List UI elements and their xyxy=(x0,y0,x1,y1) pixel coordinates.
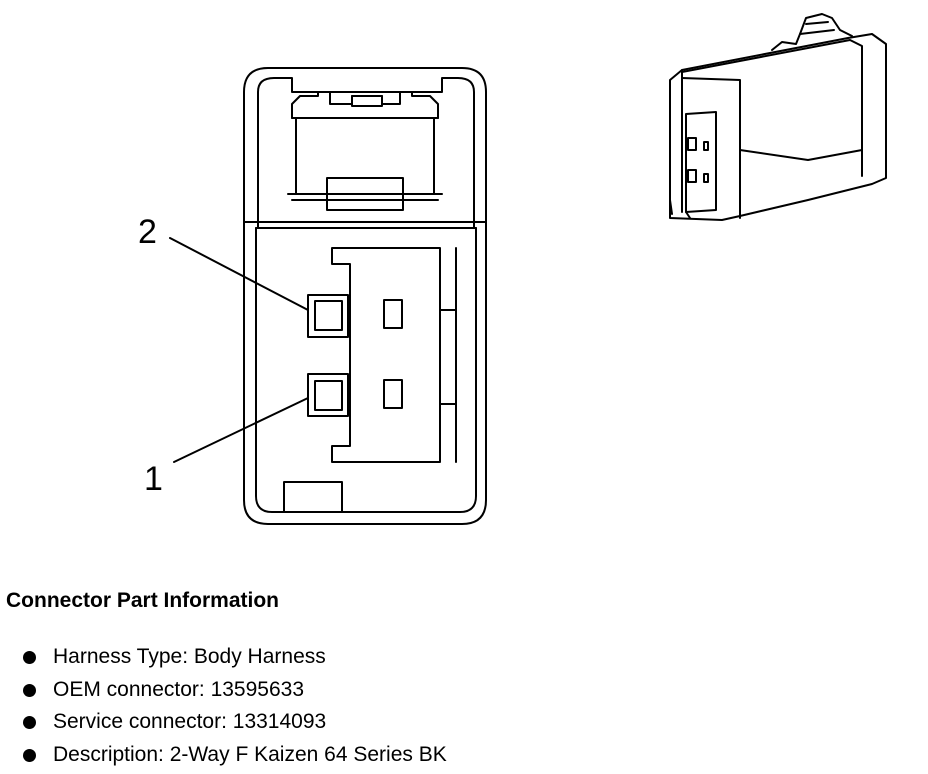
connector-outer-shell xyxy=(243,67,487,525)
iso-top-ridge xyxy=(681,39,863,177)
pin-1-leader-line xyxy=(173,397,309,463)
terminal-housing xyxy=(331,247,441,463)
connector-front-view: 2 1 xyxy=(138,67,487,525)
info-item-service-connector: Service connector: 13314093 xyxy=(20,706,447,739)
terminal-slot-1 xyxy=(383,379,403,409)
info-item-value: 13314093 xyxy=(232,710,327,733)
iso-terminal-face xyxy=(685,111,717,213)
pin-2-leader-line xyxy=(169,237,309,311)
iso-cavity-1 xyxy=(687,169,697,183)
top-latch xyxy=(291,91,439,119)
pin-label-1: 1 xyxy=(144,460,163,498)
bullet-icon xyxy=(23,651,36,664)
connector-isometric-view xyxy=(669,13,887,221)
info-item-label: Harness Type xyxy=(53,645,183,668)
info-item-harness-type: Harness Type: Body Harness xyxy=(20,641,447,674)
iso-front-face xyxy=(681,77,741,219)
top-latch-tab xyxy=(351,95,383,107)
connector-diagram: 2 1 xyxy=(138,13,887,525)
connector-part-info-title: Connector Part Information xyxy=(6,589,280,612)
iso-body-outline xyxy=(669,33,887,221)
terminal-slot-2 xyxy=(383,299,403,329)
iso-side-step xyxy=(739,149,863,161)
iso-bottom-tab xyxy=(669,199,691,219)
pin-cavity-2-outer xyxy=(307,294,349,338)
pin-cavity-2-inner xyxy=(314,300,343,331)
info-item-label: Description xyxy=(53,742,159,766)
iso-slot-2 xyxy=(703,141,709,151)
iso-slot-1 xyxy=(703,173,709,183)
iso-top-latch xyxy=(771,13,853,51)
pin-cavity-1-inner xyxy=(314,380,343,411)
info-item-value: Body Harness xyxy=(193,645,326,668)
info-item-label: Service connector xyxy=(53,710,222,733)
connector-inner-shell xyxy=(255,77,477,513)
pin-cavity-1-outer xyxy=(307,373,349,417)
iso-latch-detail xyxy=(799,21,835,35)
pin-label-2: 2 xyxy=(138,213,157,251)
bullet-icon xyxy=(23,683,36,697)
iso-cavity-2 xyxy=(687,137,697,151)
bullet-icon xyxy=(23,716,36,729)
info-item-value: 2-Way F Kaizen 64 Series BK xyxy=(169,742,447,766)
info-item-oem-connector: OEM connector: 13595633 xyxy=(20,674,447,707)
info-item-value: 13595633 xyxy=(210,677,305,701)
connector-info-list: Harness Type: Body Harness OEM connector… xyxy=(20,641,447,771)
bottom-tab xyxy=(283,481,343,513)
info-item-description: Description: 2-Way F Kaizen 64 Series BK xyxy=(20,739,447,772)
info-item-label: OEM connector xyxy=(53,677,199,701)
polarization-key xyxy=(326,177,404,211)
bullet-icon xyxy=(23,748,36,762)
